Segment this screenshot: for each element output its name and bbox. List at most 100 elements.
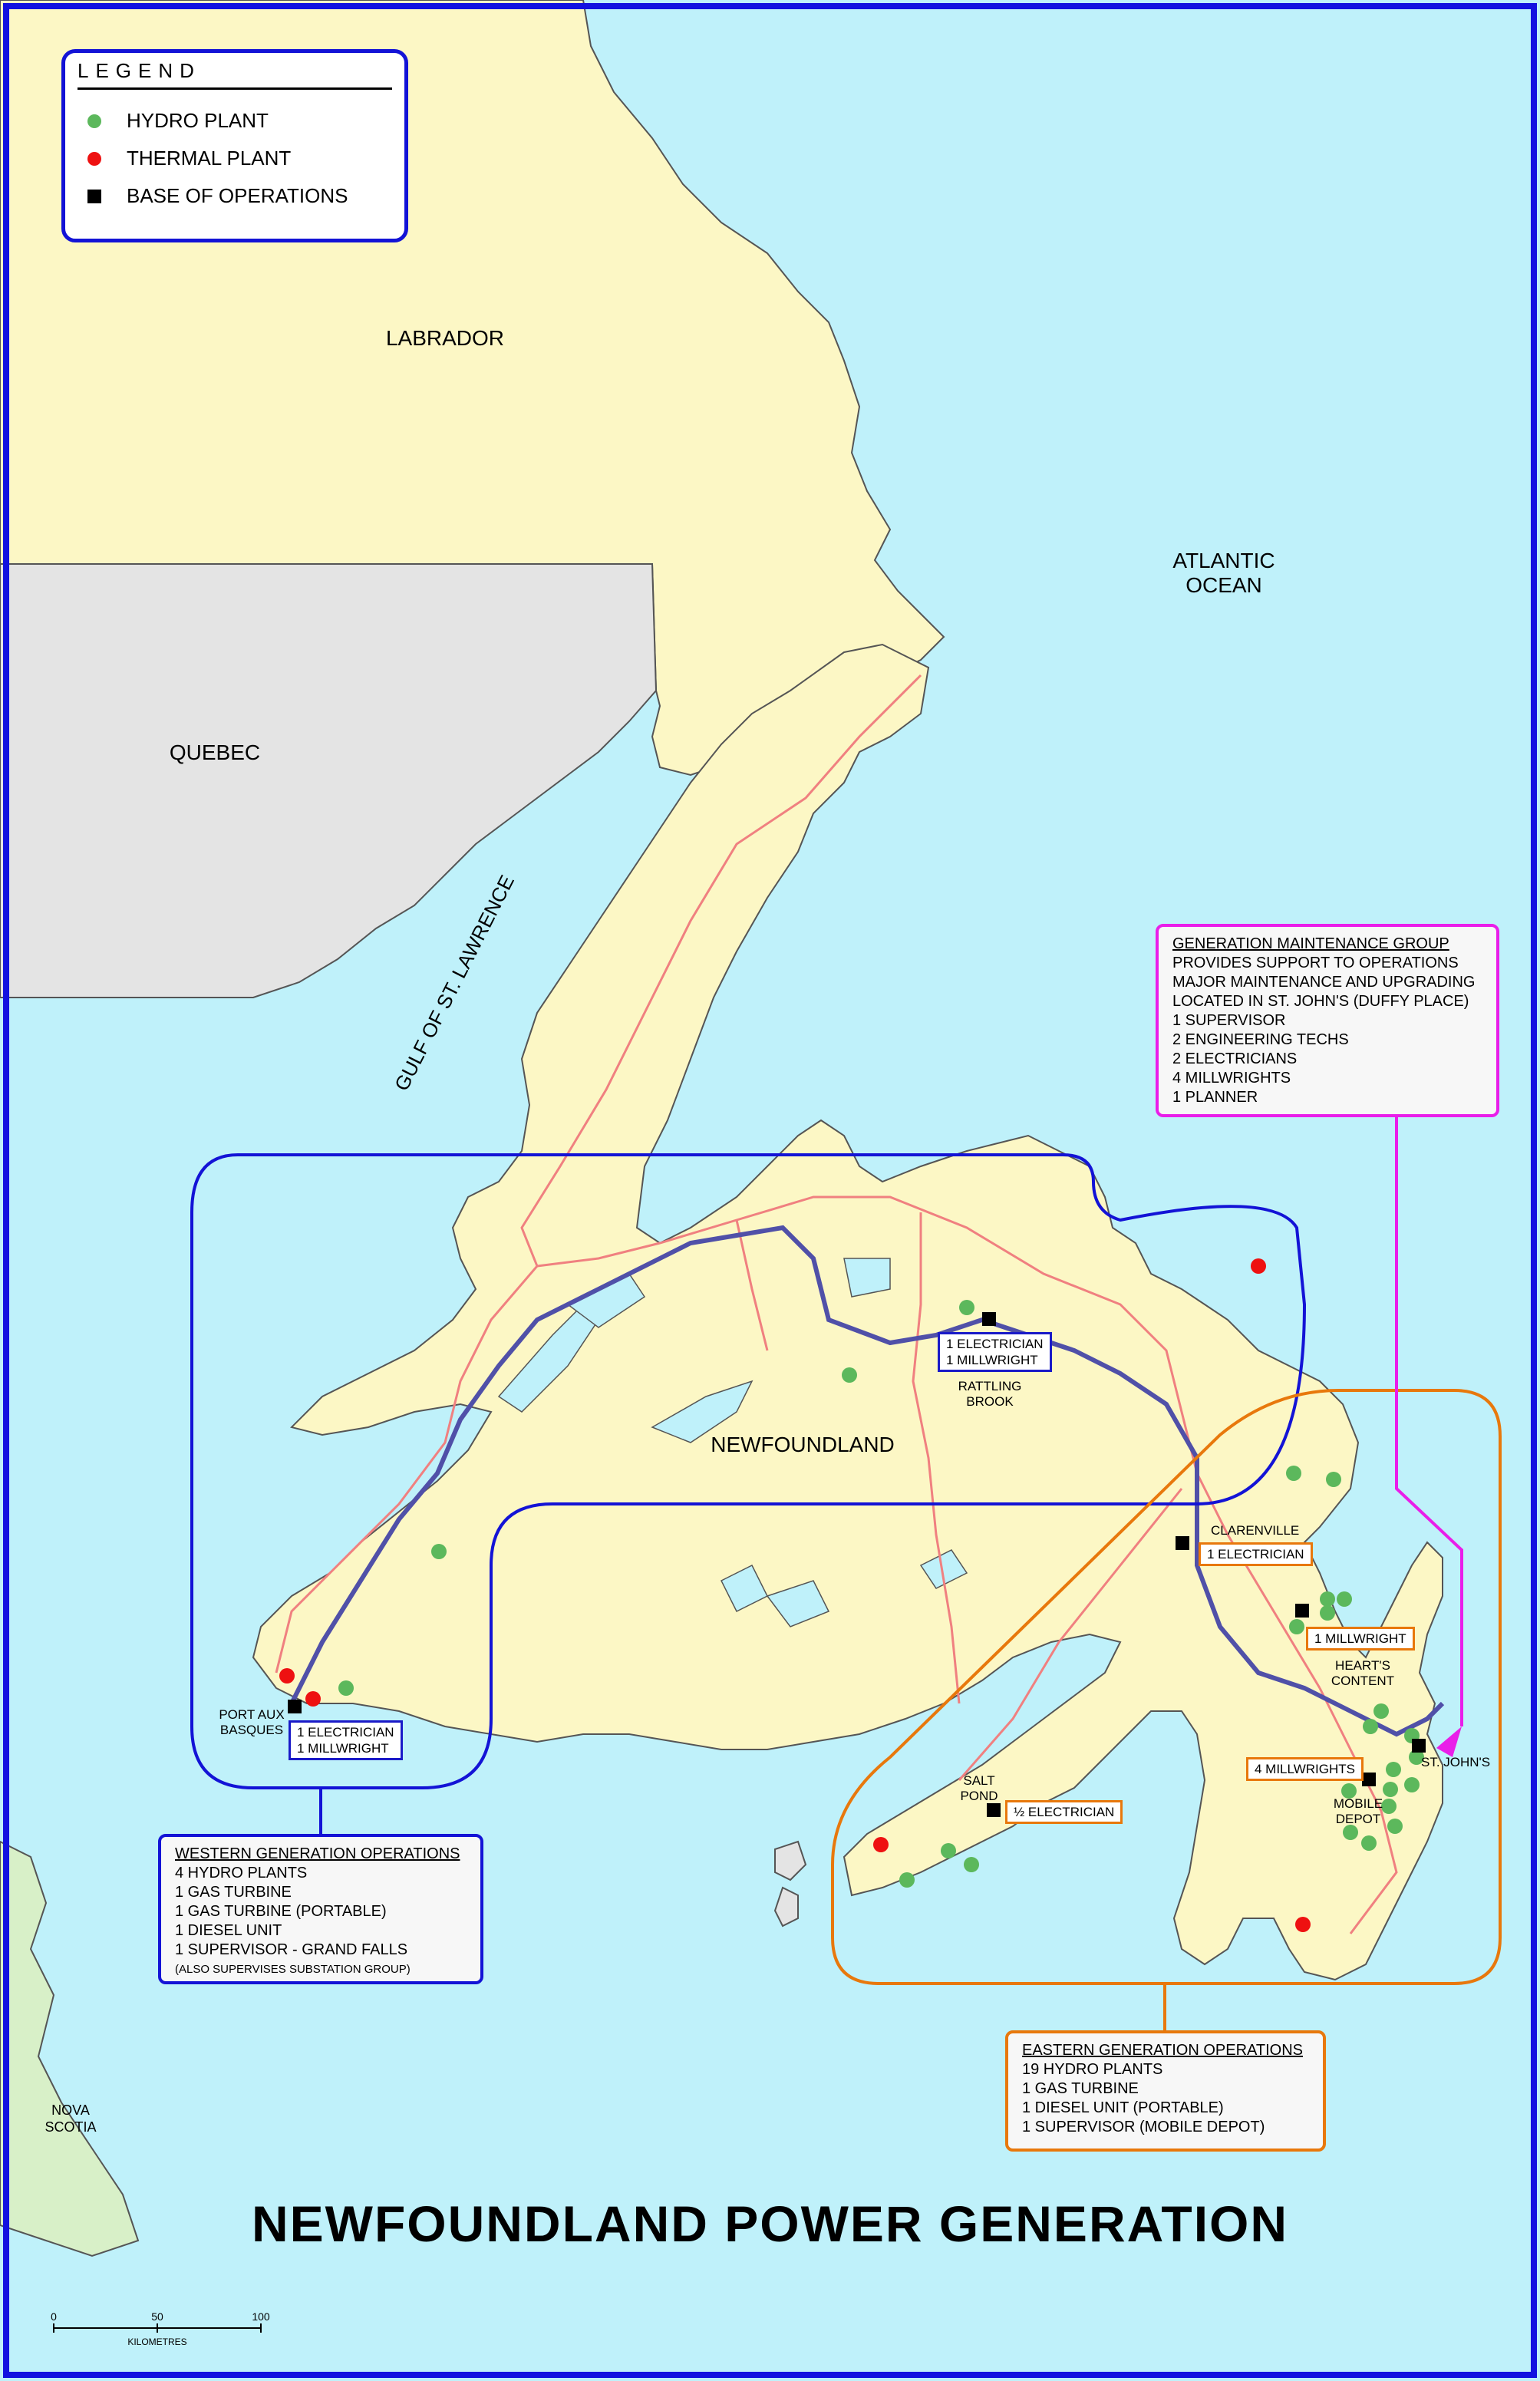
label-port-aux: PORT AUX <box>219 1707 284 1722</box>
eastern-title: EASTERN GENERATION OPERATIONS <box>1022 2042 1303 2059</box>
hydro-plant <box>1337 1591 1352 1607</box>
thermal-plants <box>279 1258 1311 1932</box>
base-mobile-depot <box>1362 1773 1376 1786</box>
tag-hearts-content: 1 MILLWRIGHT <box>1306 1627 1415 1651</box>
road-north-central <box>735 1219 769 1351</box>
hydro-plant <box>1361 1835 1377 1851</box>
lake <box>651 1380 754 1443</box>
legend-row-thermal: THERMAL PLANT <box>77 140 392 177</box>
road-northern-peninsula <box>520 674 922 1267</box>
tag-st-johns: 4 MILLWRIGHTS <box>1246 1757 1364 1781</box>
nova-scotia-landmass <box>0 1840 140 2257</box>
hydro-plant <box>1289 1619 1304 1634</box>
newfoundland-island <box>252 643 1443 1981</box>
roads <box>275 674 1398 1934</box>
western-line: 1 SUPERVISOR - GRAND FALLS <box>175 1941 408 1958</box>
label-atlantic: ATLANTIC <box>1172 549 1275 572</box>
maintenance-line: 1 PLANNER <box>1172 1089 1258 1106</box>
label-clarenville: CLARENVILLE <box>1211 1523 1299 1538</box>
label-mobile: MOBILE <box>1334 1796 1383 1811</box>
maintenance-line: 4 MILLWRIGHTS <box>1172 1070 1291 1087</box>
hydro-plant <box>338 1680 354 1696</box>
base-of-operations-icon <box>87 189 101 203</box>
western-line: 4 HYDRO PLANTS <box>175 1865 308 1881</box>
western-operations-box: WESTERN GENERATION OPERATIONS 4 HYDRO PL… <box>158 1834 483 1984</box>
hydro-plant <box>1381 1799 1397 1814</box>
western-line: 1 GAS TURBINE (PORTABLE) <box>175 1903 387 1920</box>
maintenance-line: 1 SUPERVISOR <box>1172 1012 1286 1029</box>
base-port-aux-basques <box>288 1700 302 1713</box>
tag-port-aux-basques: 1 ELECTRICIAN 1 MILLWRIGHT <box>289 1720 403 1760</box>
label-quebec: QUEBEC <box>170 740 260 764</box>
label-nova: NOVA <box>51 2102 90 2118</box>
tag-line: 1 ELECTRICIAN <box>1207 1547 1304 1562</box>
hydro-plant <box>1409 1749 1424 1765</box>
road-central-south <box>912 1212 961 1704</box>
label-brook: BROOK <box>966 1394 1014 1409</box>
hydro-plant <box>1386 1762 1401 1777</box>
legend-box: LEGEND HYDRO PLANT THERMAL PLANT BASE OF… <box>61 49 408 242</box>
label-hearts: HEART'S <box>1335 1658 1390 1673</box>
eastern-operations-box: EASTERN GENERATION OPERATIONS 19 HYDRO P… <box>1005 2030 1326 2152</box>
hydro-plant <box>1341 1783 1357 1799</box>
hydro-plant <box>899 1872 915 1888</box>
lake <box>766 1580 830 1627</box>
label-labrador: LABRADOR <box>386 326 504 350</box>
label-st-johns: ST. JOHN'S <box>1421 1755 1490 1769</box>
tag-line: 1 MILLWRIGHT <box>297 1741 389 1756</box>
maintenance-title: GENERATION MAINTENANCE GROUP <box>1172 935 1449 952</box>
label-newfoundland: NEWFOUNDLAND <box>711 1433 895 1456</box>
label-content: CONTENT <box>1331 1674 1394 1688</box>
legend-row-hydro: HYDRO PLANT <box>77 102 392 140</box>
tag-salt-pond: ½ ELECTRICIAN <box>1005 1800 1123 1824</box>
bases-of-operations <box>288 1312 1426 1817</box>
western-title: WESTERN GENERATION OPERATIONS <box>175 1845 460 1862</box>
maintenance-line: MAJOR MAINTENANCE AND UPGRADING <box>1172 974 1476 991</box>
lake <box>919 1549 968 1589</box>
scale-label-50: 50 <box>151 2310 163 2323</box>
base-st-johns <box>1412 1739 1426 1753</box>
hydro-plant <box>1363 1719 1378 1734</box>
hydro-plant <box>1404 1777 1420 1792</box>
thermal-plant-icon <box>87 151 101 166</box>
maintenance-pointer-line <box>1395 1117 1463 1726</box>
road-west-coast <box>275 1265 539 1674</box>
eastern-line: 19 HYDRO PLANTS <box>1022 2061 1163 2078</box>
eastern-line: 1 GAS TURBINE <box>1022 2080 1139 2097</box>
legend-label-hydro: HYDRO PLANT <box>127 109 269 132</box>
hydro-plant <box>1383 1782 1398 1797</box>
maintenance-line: LOCATED IN ST. JOHN'S (DUFFY PLACE) <box>1172 993 1469 1010</box>
road-avalon <box>1318 1687 1398 1934</box>
western-note: (ALSO SUPERVISES SUBSTATION GROUP) <box>175 1963 411 1976</box>
label-basques: BASQUES <box>220 1723 283 1737</box>
tag-rattling-brook: 1 ELECTRICIAN 1 MILLWRIGHT <box>938 1332 1052 1372</box>
hydro-plant <box>1373 1703 1389 1719</box>
hydro-plant <box>964 1857 979 1872</box>
scale-label-0: 0 <box>51 2310 57 2323</box>
tag-line: 4 MILLWRIGHTS <box>1255 1762 1355 1776</box>
hydro-plant <box>431 1544 447 1559</box>
legend-title: LEGEND <box>77 59 392 90</box>
hydro-plant-icon <box>87 114 101 128</box>
tag-line: 1 ELECTRICIAN <box>946 1337 1044 1351</box>
label-rattling: RATTLING <box>958 1379 1022 1393</box>
maintenance-group-box: GENERATION MAINTENANCE GROUP PROVIDES SU… <box>1156 924 1499 1117</box>
western-line: 1 GAS TURBINE <box>175 1884 292 1901</box>
scale-bar: 0 50 100 KILOMETRES <box>51 2310 270 2347</box>
eastern-operations-boundary <box>831 1389 1502 1985</box>
road-burin <box>958 1488 1183 1781</box>
hydro-plant <box>1286 1466 1301 1481</box>
hydro-plants <box>338 1300 1424 1888</box>
scale-label-100: 100 <box>252 2310 270 2323</box>
label-salt: SALT <box>963 1773 994 1788</box>
label-depot: DEPOT <box>1336 1812 1381 1826</box>
base-salt-pond <box>987 1803 1001 1817</box>
hydro-plant <box>1343 1825 1358 1840</box>
thermal-plant <box>1295 1917 1311 1932</box>
hydro-plant <box>959 1300 974 1315</box>
tag-clarenville: 1 ELECTRICIAN <box>1199 1542 1313 1566</box>
road-trans-canada <box>536 1195 1321 1689</box>
lake <box>843 1258 891 1298</box>
hydro-plant <box>1387 1819 1403 1834</box>
map-title: NEWFOUNDLAND POWER GENERATION <box>251 2195 1289 2252</box>
